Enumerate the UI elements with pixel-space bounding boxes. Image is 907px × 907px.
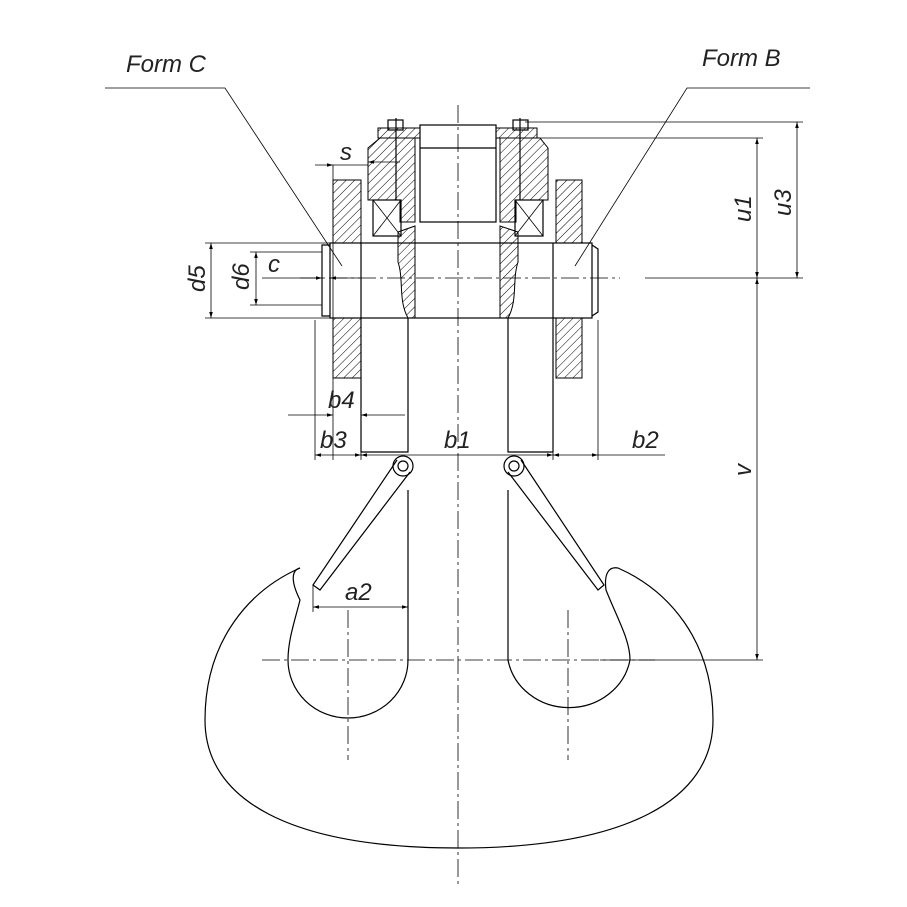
d6-label: d6	[228, 263, 255, 290]
side-plates	[332, 179, 583, 379]
hook-shank	[360, 318, 554, 453]
trunnion	[321, 242, 599, 319]
s-label: s	[340, 139, 352, 166]
b3-label: b3	[320, 427, 347, 454]
form-b-label: Form B	[702, 45, 781, 72]
c-label: c	[268, 251, 280, 278]
form-c-label: Form C	[126, 51, 207, 78]
labels: Form C Form B s c d5 d6 b4 b3 b1 b2 a2 u…	[126, 45, 797, 606]
hook-nut-assembly	[367, 118, 549, 319]
b2-label: b2	[632, 427, 659, 454]
u1-label: u1	[730, 195, 757, 222]
b1-label: b1	[444, 427, 471, 454]
hook-body	[204, 455, 714, 849]
b4-label: b4	[328, 387, 355, 414]
a2-label: a2	[345, 579, 372, 606]
dimension-lines	[105, 87, 810, 661]
d5-label: d5	[184, 265, 211, 292]
u3-label: u3	[770, 189, 797, 216]
v-label: v	[730, 462, 757, 476]
